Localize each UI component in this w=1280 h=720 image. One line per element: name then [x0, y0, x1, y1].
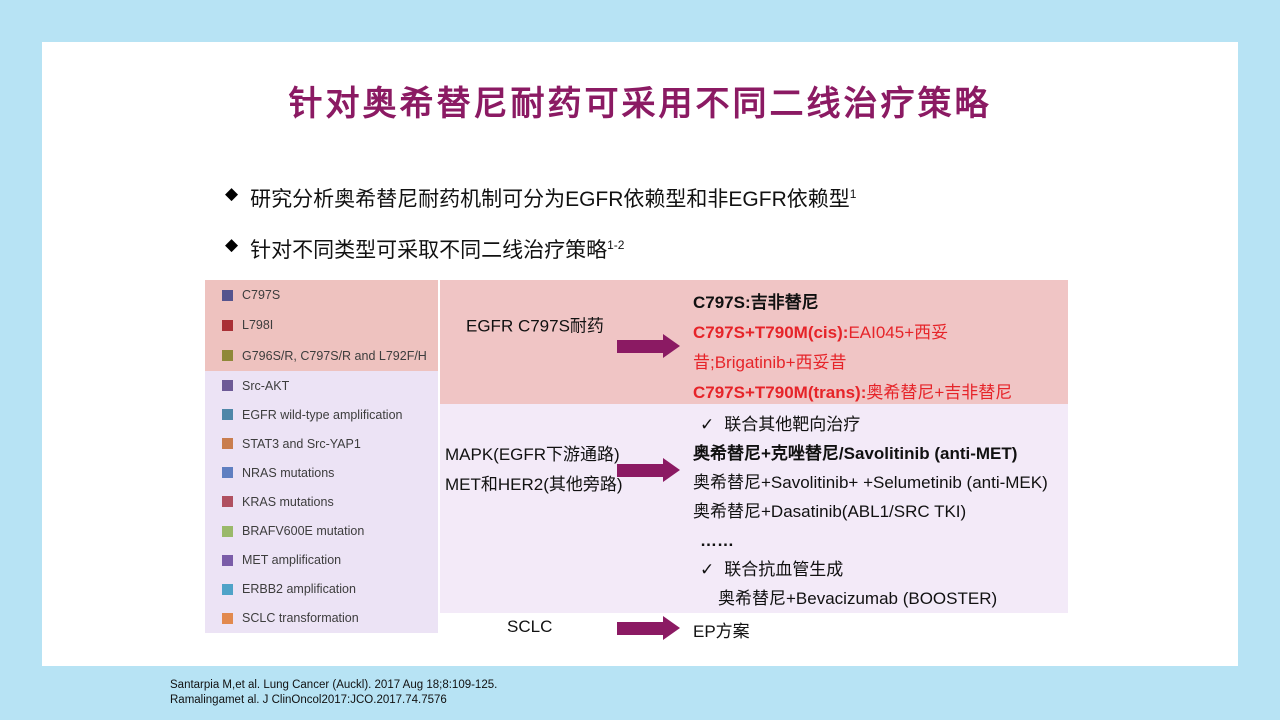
treatment-line: 奥希替尼+Bevacizumab (BOOSTER) — [718, 589, 998, 608]
treatment-line-bold: C797S+T790M(cis): — [693, 323, 849, 342]
legend-label: SCLC transformation — [242, 611, 359, 626]
legend-item: NRAS mutations — [222, 466, 438, 480]
treatment-line-bold: C797S+T790M(trans): — [693, 383, 867, 402]
row-egfr-label-text: EGFR C797S耐药 — [466, 316, 604, 336]
sclc-treatment: EP方案 — [693, 622, 750, 641]
arrow-icon — [617, 458, 680, 482]
legend-item: KRAS mutations — [222, 495, 438, 509]
legend-label: ERBB2 amplification — [242, 582, 356, 597]
row-egfr-c797s: EGFR C797S耐药 C797S:吉非替尼 C797S+T790M(cis)… — [440, 280, 1068, 404]
legend-label: C797S — [242, 288, 281, 303]
arrow-head — [663, 616, 680, 640]
legend-color-swatch — [222, 350, 233, 362]
legend-color-swatch — [222, 438, 233, 450]
row-bypass-pathways: MAPK(EGFR下游通路) MET和HER2(其他旁路) ✓ 联合其他靶向治疗 … — [440, 404, 1068, 613]
row-bypass-label: MAPK(EGFR下游通路) MET和HER2(其他旁路) — [445, 440, 623, 500]
treatment-line-rest: 奥希替尼+吉非替尼 — [866, 383, 1013, 402]
legend-label: KRAS mutations — [242, 494, 334, 509]
treatment-line: …… — [700, 531, 734, 550]
legend-label: NRAS mutations — [242, 465, 335, 480]
treatment-table: EGFR C797S耐药 C797S:吉非替尼 C797S+T790M(cis)… — [440, 280, 1068, 643]
slide-title: 针对奥希替尼耐药可采用不同二线治疗策略 — [288, 85, 992, 123]
row-bypass-label-line1: MAPK(EGFR下游通路) — [445, 445, 620, 464]
egfr-treatments: C797S:吉非替尼 C797S+T790M(cis):EAI045+西妥 昔;… — [693, 288, 1012, 408]
arrow-shaft — [617, 621, 663, 635]
legend-color-swatch — [222, 583, 233, 595]
bullet-text-main: 针对不同类型可采取不同二线治疗策略 — [250, 239, 608, 262]
arrow-icon — [617, 334, 680, 358]
bullet-item: ◆ 针对不同类型可采取不同二线治疗策略1-2 — [225, 231, 856, 265]
legend-color-swatch — [222, 409, 233, 421]
treatment-line-text: 联合抗血管生成 — [724, 560, 844, 579]
treatment-line: C797S+T790M(cis):EAI045+西妥 — [693, 318, 1012, 348]
row-sclc-label: SCLC — [507, 617, 553, 636]
legend-egfr-independent-group: Src-AKT EGFR wild-type amplification STA… — [205, 371, 438, 633]
treatment-line-rest: EAI045+西妥 — [848, 323, 949, 342]
treatment-line: 奥希替尼+克唑替尼/Savolitinib (anti-MET) — [693, 444, 1018, 463]
legend-label: STAT3 and Src-YAP1 — [242, 436, 361, 451]
reference-line: Santarpia M,et al. Lung Cancer (Auckl). … — [170, 679, 498, 691]
treatment-line: 奥希替尼+Dasatinib(ABL1/SRC TKI) — [693, 502, 967, 521]
arrow-shaft — [617, 463, 663, 477]
legend-label: G796S/R, C797S/R and L792F/H — [242, 348, 427, 363]
references: Santarpia M,et al. Lung Cancer (Auckl). … — [170, 678, 497, 707]
legend-item: L798I — [222, 318, 438, 332]
legend-item: Src-AKT — [222, 379, 438, 393]
bypass-treatments: ✓ 联合其他靶向治疗 奥希替尼+克唑替尼/Savolitinib (anti-ME… — [693, 410, 1048, 613]
legend-color-swatch — [222, 554, 233, 566]
treatment-line: ✓ 联合其他靶向治疗 — [693, 410, 1048, 439]
row-egfr-label: EGFR C797S耐药 — [466, 317, 604, 363]
legend-label: BRAFV600E mutation — [242, 524, 365, 539]
bullet-item: ◆ 研究分析奥希替尼耐药机制可分为EGFR依赖型和非EGFR依赖型1 — [225, 180, 856, 214]
legend-item: EGFR wild-type amplification — [222, 408, 438, 422]
arrow-icon — [617, 616, 680, 640]
arrow-head — [663, 458, 680, 482]
diamond-bullet-icon: ◆ — [225, 184, 239, 203]
legend-item: MET amplification — [222, 553, 438, 567]
legend-item: SCLC transformation — [222, 611, 438, 625]
bullet-list: ◆ 研究分析奥希替尼耐药机制可分为EGFR依赖型和非EGFR依赖型1 ◆ 针对不… — [225, 180, 856, 282]
treatment-line: C797S:吉非替尼 — [693, 293, 819, 312]
legend-color-swatch — [222, 612, 233, 624]
arrow-head — [663, 334, 680, 358]
legend-egfr-dependent-group: C797S L798I G796S/R, C797S/R and L792F/H — [205, 280, 438, 371]
legend-label: L798I — [242, 318, 274, 333]
checkmark-icon: ✓ — [700, 560, 715, 579]
reference-line: Ramalingamet al. J ClinOncol2017:JCO.201… — [170, 693, 447, 706]
legend-item: STAT3 and Src-YAP1 — [222, 437, 438, 451]
mutation-legend: C797S L798I G796S/R, C797S/R and L792F/H… — [205, 280, 438, 633]
treatment-line: 昔;Brigatinib+西妥昔 — [693, 353, 847, 372]
bullet-superscript: 1 — [849, 187, 857, 201]
legend-color-swatch — [222, 525, 233, 537]
legend-item: ERBB2 amplification — [222, 582, 438, 596]
arrow-shaft — [617, 339, 663, 353]
legend-label: EGFR wild-type amplification — [242, 407, 403, 422]
bullet-text: 研究分析奥希替尼耐药机制可分为EGFR依赖型和非EGFR依赖型1 — [250, 180, 856, 214]
legend-color-swatch — [222, 467, 233, 479]
row-sclc: SCLC EP方案 — [440, 613, 1068, 643]
legend-label: MET amplification — [242, 553, 342, 568]
legend-label: Src-AKT — [242, 378, 290, 393]
checkmark-icon: ✓ — [700, 415, 715, 434]
row-bypass-label-line2: MET和HER2(其他旁路) — [445, 475, 623, 494]
treatment-line: ✓ 联合抗血管生成 — [693, 555, 1048, 584]
legend-item: C797S — [222, 288, 438, 302]
diamond-bullet-icon: ◆ — [225, 235, 239, 254]
treatment-line: C797S+T790M(trans):奥希替尼+吉非替尼 — [693, 378, 1012, 408]
bullet-text-main: 研究分析奥希替尼耐药机制可分为EGFR依赖型和非EGFR依赖型 — [250, 188, 850, 211]
legend-item: BRAFV600E mutation — [222, 524, 438, 538]
legend-color-swatch — [222, 289, 233, 301]
bullet-text: 针对不同类型可采取不同二线治疗策略1-2 — [250, 231, 624, 265]
legend-item: G796S/R, C797S/R and L792F/H — [222, 349, 438, 363]
legend-color-swatch — [222, 496, 233, 508]
legend-color-swatch — [222, 380, 233, 392]
slide: 针对奥希替尼耐药可采用不同二线治疗策略 ◆ 研究分析奥希替尼耐药机制可分为EGF… — [42, 42, 1238, 666]
treatment-line: 奥希替尼+Savolitinib+ +Selumetinib (anti-MEK… — [693, 473, 1048, 492]
bullet-superscript: 1-2 — [607, 238, 625, 252]
treatment-line-text: 联合其他靶向治疗 — [724, 415, 861, 434]
legend-color-swatch — [222, 319, 233, 331]
